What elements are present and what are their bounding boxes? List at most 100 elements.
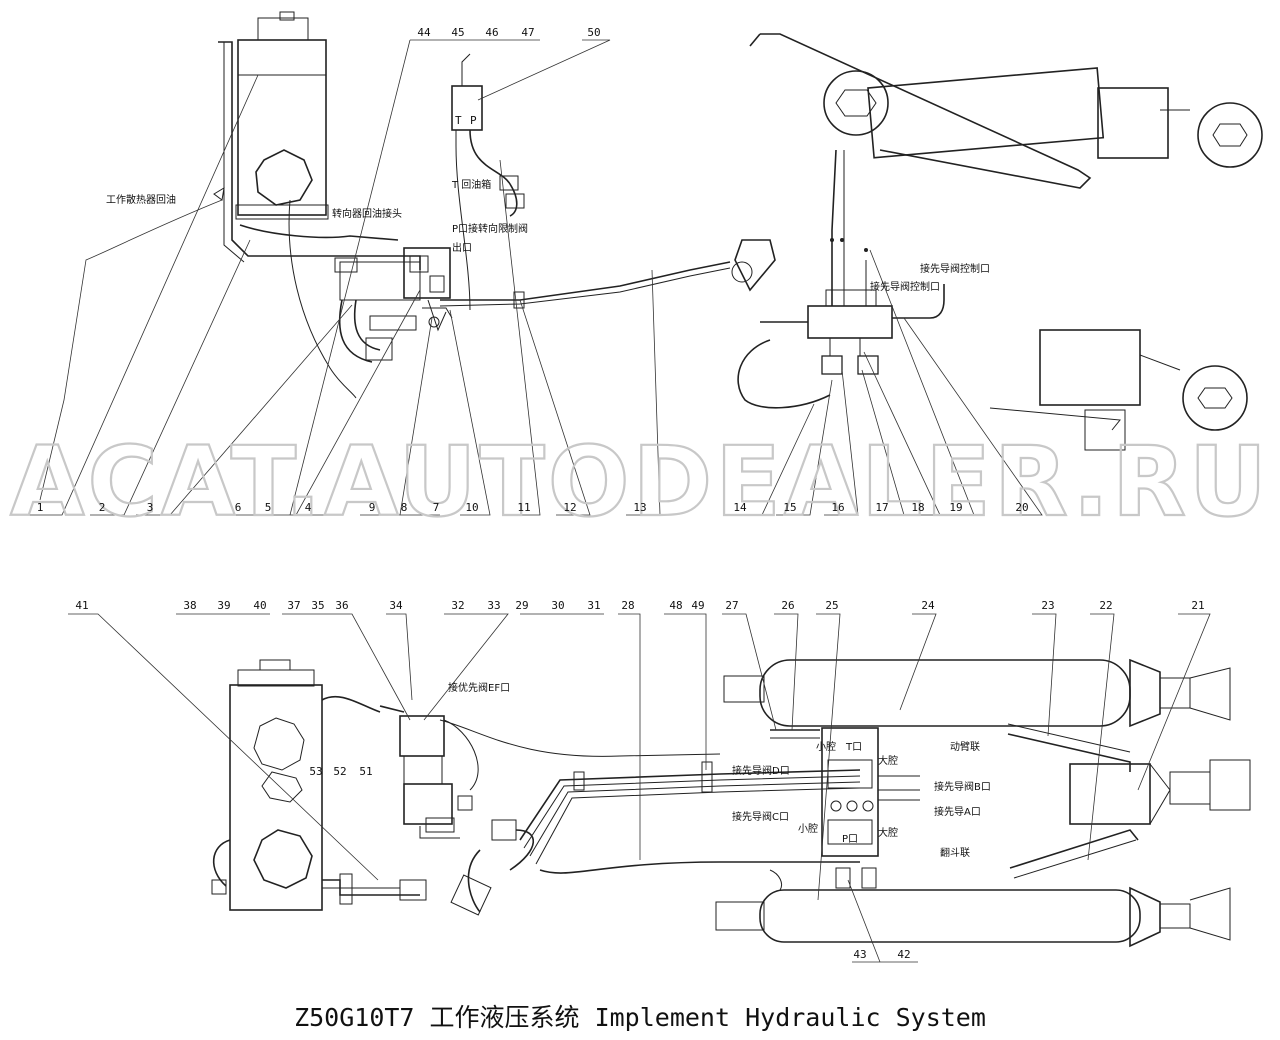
pipe-bundle-bottom <box>439 719 861 874</box>
callout-33: 33 <box>487 599 500 612</box>
callout-49: 49 <box>691 599 704 612</box>
callout-45: 45 <box>451 26 464 39</box>
callout-7: 7 <box>433 501 440 514</box>
callout-38: 38 <box>183 599 196 612</box>
pump-group-top <box>239 224 453 363</box>
distribution-valve-top <box>731 149 945 409</box>
label-boom-section: 动臂联 <box>950 740 980 753</box>
label-t-port: T口 <box>845 742 862 753</box>
label-t-return-tank: T 回油箱 <box>451 178 491 191</box>
label-priority-ef: 接优先阀EF口 <box>448 681 510 694</box>
callout-23: 23 <box>1041 599 1054 612</box>
callouts-bottom-header: 41 38 39 40 37 35 36 34 32 33 29 30 31 28 48 49 27 26 25 24… <box>75 599 1204 612</box>
boom-cylinder-top <box>749 33 1263 189</box>
callout-43: 43 <box>853 948 866 961</box>
callout-53: 53 <box>309 765 322 778</box>
callout-52: 52 <box>333 765 346 778</box>
label-pilot-d: 接先导阀D口 <box>732 764 790 777</box>
callout-13: 13 <box>633 501 646 514</box>
callout-50: 50 <box>587 26 600 39</box>
callout-17: 17 <box>875 501 888 514</box>
callout-29: 29 <box>515 599 528 612</box>
watermark: ACAT.AUTODEALER.RU <box>10 426 1270 538</box>
bottom-text-labels: 接优先阀EF口 接先导阀D口 接先导阀C口 接先导阀B口 接先导A口 小腔 T口… <box>448 681 991 859</box>
callout-12: 12 <box>563 501 576 514</box>
label-valve-p: P <box>470 114 477 127</box>
callout-9: 9 <box>369 501 376 514</box>
callout-19: 19 <box>949 501 962 514</box>
label-p-port: P口 <box>842 834 858 845</box>
callout-30: 30 <box>551 599 564 612</box>
callouts-top-header: 44 45 46 47 50 <box>417 26 600 39</box>
label-pilot-control-1: 接先导阀控制口 <box>920 262 990 275</box>
callout-48: 48 <box>669 599 682 612</box>
callout-27: 27 <box>725 599 738 612</box>
callout-24: 24 <box>921 599 935 612</box>
callout-4: 4 <box>305 501 312 514</box>
label-pilot-control-2: 接先导阀控制口 <box>870 280 940 293</box>
callout-42: 42 <box>897 948 910 961</box>
callout-26: 26 <box>781 599 794 612</box>
callout-20: 20 <box>1015 501 1028 514</box>
callout-44: 44 <box>417 26 431 39</box>
bucket-cylinder-middle <box>1007 723 1251 879</box>
callout-47: 47 <box>521 26 534 39</box>
callout-25: 25 <box>825 599 838 612</box>
callout-3: 3 <box>147 501 154 514</box>
hydraulic-tank-top <box>218 11 421 270</box>
callout-35: 35 <box>311 599 324 612</box>
top-text-labels: 工作散热器回油 转向器回油接头 T 回油箱 P口接转向限制阀 出口 接先导阀控制… <box>106 114 990 293</box>
label-small-chamber-2: 小腔 <box>798 822 818 835</box>
callout-18: 18 <box>911 501 924 514</box>
leader-lines <box>18 39 1211 963</box>
callouts-bottom-footer: 43 42 <box>853 948 910 961</box>
label-small-chamber-1: 小腔 <box>816 740 836 753</box>
label-big-chamber-2: 大腔 <box>878 826 898 839</box>
callout-36: 36 <box>335 599 348 612</box>
label-return-cooler: 工作散热器回油 <box>106 193 176 206</box>
callout-22: 22 <box>1099 599 1112 612</box>
callout-40: 40 <box>253 599 266 612</box>
label-pilot-b: 接先导阀B口 <box>934 780 991 793</box>
callout-34: 34 <box>389 599 403 612</box>
pump-group-bottom <box>321 695 535 916</box>
label-pilot-a: 接先导A口 <box>934 805 981 818</box>
diagram-caption: Z50G10T7 工作液压系统 Implement Hydraulic Syst… <box>294 1003 986 1032</box>
distribution-valve-bottom <box>770 727 920 889</box>
callout-28: 28 <box>621 599 634 612</box>
callout-16: 16 <box>831 501 844 514</box>
lift-cylinder-bottom <box>715 869 1231 948</box>
callout-11: 11 <box>517 501 530 514</box>
callout-14: 14 <box>733 501 747 514</box>
hydraulic-tank-bottom <box>211 659 427 911</box>
callout-5: 5 <box>265 501 272 514</box>
control-valve-small <box>451 53 525 311</box>
callout-32: 32 <box>451 599 464 612</box>
boom-cylinder-bottom <box>723 658 1231 728</box>
callout-2: 2 <box>99 501 106 514</box>
top-assembly <box>39 11 1263 501</box>
label-steering-return: 转向器回油接头 <box>332 207 402 220</box>
label-pilot-c: 接先导阀C口 <box>732 810 789 823</box>
label-outlet: 出口 <box>452 241 472 254</box>
callout-41: 41 <box>75 599 88 612</box>
callout-37: 37 <box>287 599 300 612</box>
callout-15: 15 <box>783 501 796 514</box>
label-bucket-section: 翻斗联 <box>940 847 970 859</box>
callout-10: 10 <box>465 501 478 514</box>
callout-31: 31 <box>587 599 600 612</box>
callout-39: 39 <box>217 599 230 612</box>
callout-1: 1 <box>37 501 44 514</box>
bucket-cylinder-top <box>989 329 1248 451</box>
bottom-assembly <box>211 658 1251 948</box>
label-big-chamber-1: 大腔 <box>878 754 898 767</box>
callout-51: 51 <box>359 765 372 778</box>
callout-46: 46 <box>485 26 498 39</box>
label-valve-t: T <box>455 114 462 127</box>
callout-8: 8 <box>401 501 408 514</box>
label-p-to-steering: P口接转向限制阀 <box>452 222 528 235</box>
callout-6: 6 <box>235 501 242 514</box>
callouts-bottom-inline: 53 52 51 <box>309 765 372 778</box>
